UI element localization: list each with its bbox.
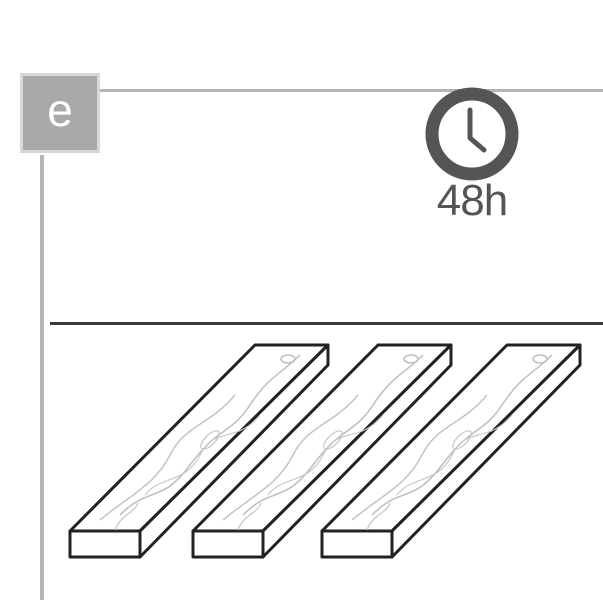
frame-line-left: [40, 155, 44, 600]
clock-icon: [424, 86, 520, 187]
frame-line-top: [100, 89, 603, 92]
wood-planks-illustration: [68, 343, 582, 559]
section-divider: [50, 322, 603, 325]
duration-label: 48h: [436, 176, 508, 225]
step-badge: e: [20, 73, 100, 153]
step-letter: e: [47, 84, 73, 136]
